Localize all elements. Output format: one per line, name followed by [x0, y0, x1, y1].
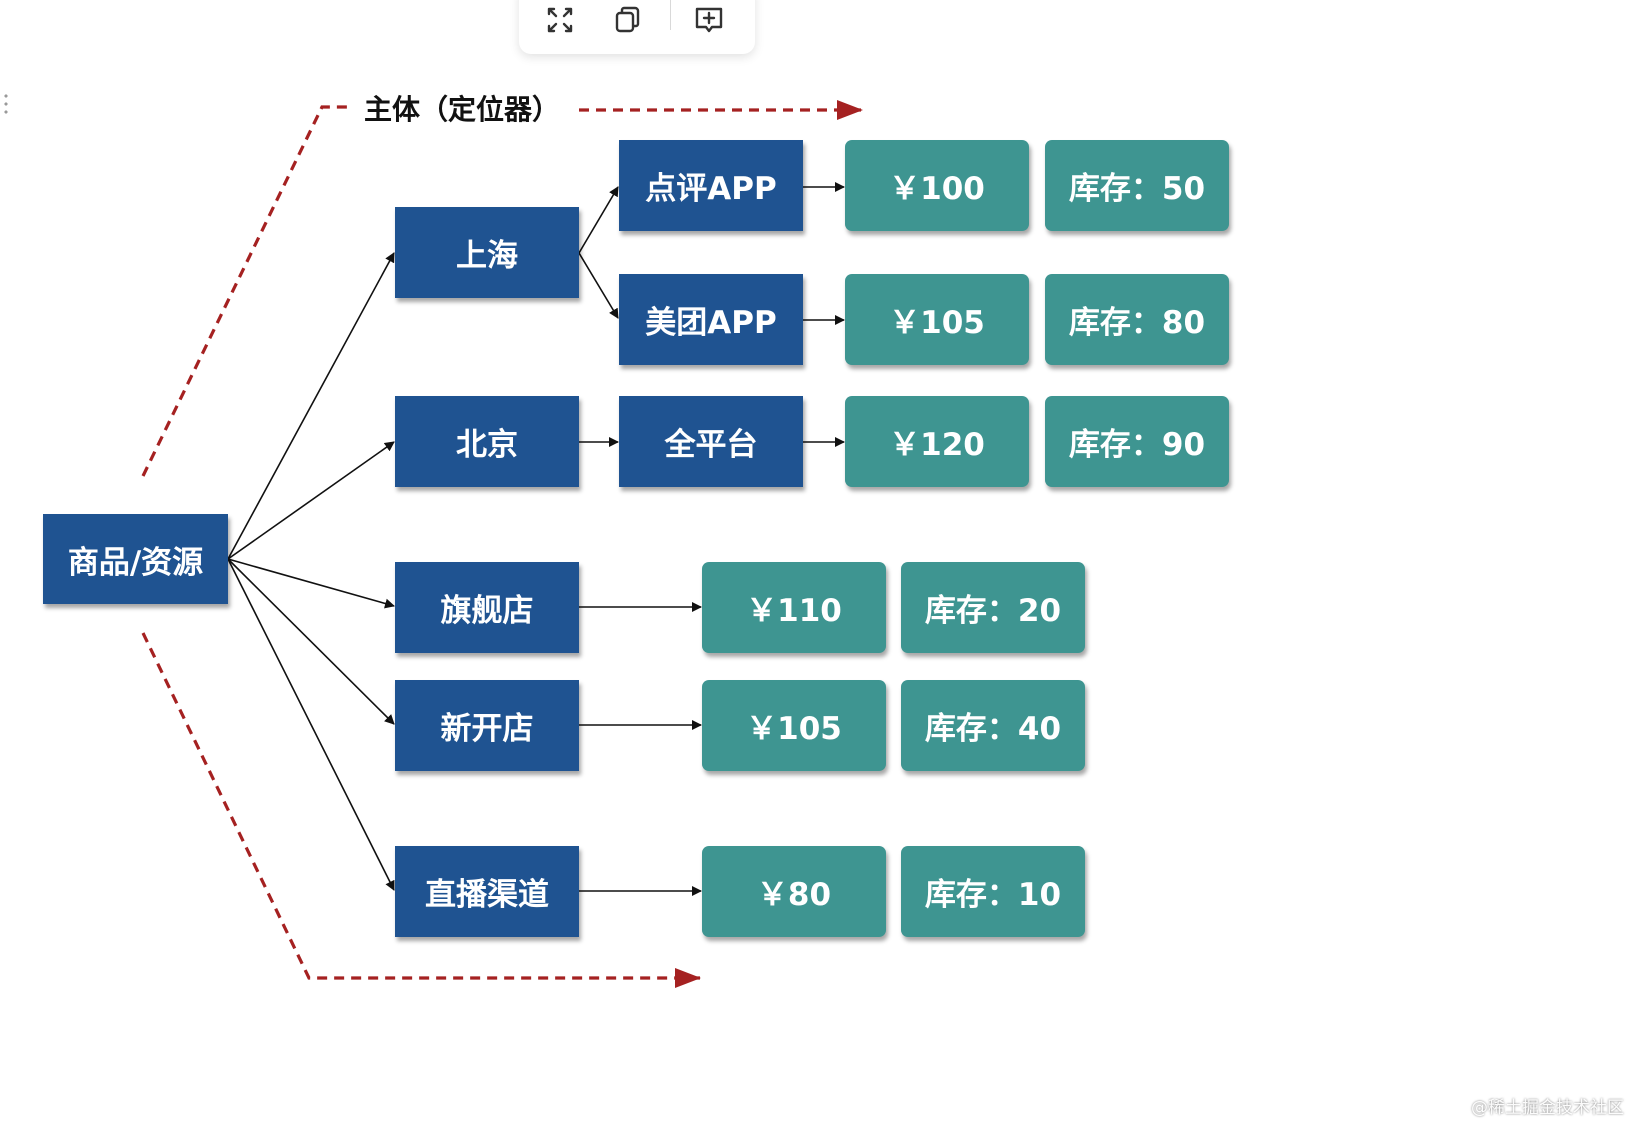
- edge-shanghai-meituan: [578, 252, 619, 319]
- drag-handle-icon[interactable]: [3, 92, 9, 114]
- dashed-bracket-top: [141, 105, 349, 477]
- entity-locator-caption: 主体（定位器）: [364, 93, 561, 126]
- price-live[interactable]: ￥80: [702, 846, 886, 937]
- node-root[interactable]: 商品/资源: [43, 514, 228, 604]
- edge-shanghai-dianping: [578, 186, 619, 254]
- node-meituan[interactable]: 美团APP: [619, 274, 803, 365]
- node-flagship[interactable]: 旗舰店: [395, 562, 579, 653]
- price-dianping[interactable]: ￥100: [845, 140, 1029, 231]
- stock-newstore[interactable]: 库存：40: [901, 680, 1085, 771]
- stock-flagship[interactable]: 库存：20: [901, 562, 1085, 653]
- copy-icon[interactable]: [607, 0, 647, 40]
- add-comment-icon[interactable]: [689, 0, 729, 40]
- floating-toolbar: [519, 0, 755, 54]
- fullscreen-icon[interactable]: [540, 0, 580, 40]
- stock-live[interactable]: 库存：10: [901, 846, 1085, 937]
- toolbar-divider: [670, 0, 671, 30]
- node-beijing[interactable]: 北京: [395, 396, 579, 487]
- node-allplat[interactable]: 全平台: [619, 396, 803, 487]
- node-newstore[interactable]: 新开店: [395, 680, 579, 771]
- edge-root-beijing: [227, 441, 395, 560]
- dashed-bracket-bottom: [141, 632, 701, 988]
- node-live[interactable]: 直播渠道: [395, 846, 579, 937]
- price-meituan[interactable]: ￥105: [845, 274, 1029, 365]
- stock-meituan[interactable]: 库存：80: [1045, 274, 1229, 365]
- stock-dianping[interactable]: 库存：50: [1045, 140, 1229, 231]
- edge-root-live: [227, 558, 395, 891]
- edge-root-newstore: [227, 558, 395, 725]
- watermark: @稀土掘金技术社区: [1471, 1098, 1624, 1118]
- price-newstore[interactable]: ￥105: [702, 680, 886, 771]
- stock-allplat[interactable]: 库存：90: [1045, 396, 1229, 487]
- edge-root-flagship: [227, 558, 395, 609]
- node-shanghai[interactable]: 上海: [395, 207, 579, 298]
- price-flagship[interactable]: ￥110: [702, 562, 886, 653]
- edge-root-shanghai: [227, 252, 395, 560]
- node-dianping[interactable]: 点评APP: [619, 140, 803, 231]
- price-allplat[interactable]: ￥120: [845, 396, 1029, 487]
